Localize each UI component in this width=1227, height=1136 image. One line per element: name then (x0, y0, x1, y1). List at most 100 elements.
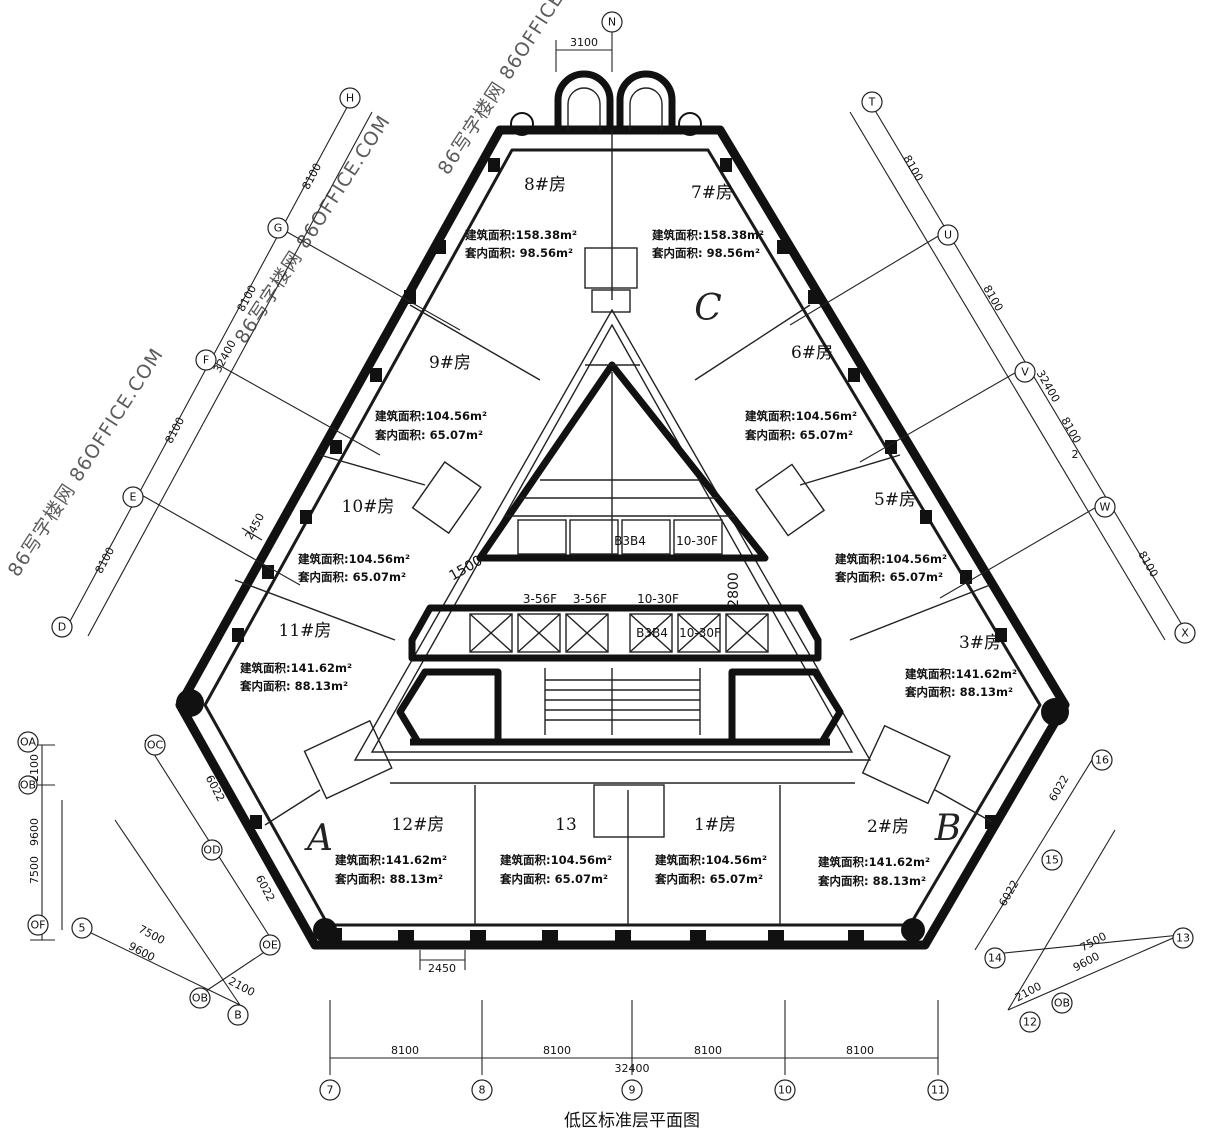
dim-door: 2450 (243, 511, 268, 542)
dim-segment: 8100 (1135, 549, 1160, 580)
svg-text:H: H (346, 92, 354, 105)
svg-text:16: 16 (1095, 754, 1109, 767)
room-5: 5#房 建筑面积:104.56m² 套内面积: 65.07m² (835, 490, 947, 584)
svg-text:11: 11 (931, 1084, 945, 1097)
inner-area-label: 套内面积 (240, 679, 286, 693)
lift-bank: 3-56F 3-56F 10-30F B3B4 10-30F (408, 592, 822, 662)
bottom-dimensions: 2450 8100 8100 8100 8100 32400 (329, 950, 939, 1075)
dim-segment: 8100 (163, 415, 188, 446)
svg-text:套内面积: 65.07m²: 套内面积: 65.07m² (745, 428, 853, 442)
hand-mark-two: 2 (1072, 448, 1079, 461)
sw-dim: 2100 (226, 975, 257, 1000)
grid-bubble: G (267, 217, 289, 239)
dim-segment: 8100 (694, 1044, 722, 1057)
build-area-value: 158.38m² (703, 228, 764, 242)
se-dim: 6022 (996, 878, 1021, 909)
dim-segment: 8100 (1058, 415, 1083, 446)
grid-bubble: 10 (774, 1079, 796, 1101)
inner-area-label: 套内面积 (818, 874, 864, 888)
svg-text:E: E (130, 491, 137, 504)
grid-bubble: 12 (1019, 1011, 1041, 1033)
sw-dim: 2100 (28, 754, 41, 782)
svg-text:OB: OB (20, 779, 36, 792)
dim-total: 32400 (615, 1062, 650, 1075)
room-name: 7#房 (691, 183, 733, 203)
room-11: 11#房 建筑面积:141.62m² 套内面积: 88.13m² (240, 621, 352, 693)
room-name: 13 (555, 815, 577, 835)
build-area-label: 建筑面积 (835, 552, 881, 566)
svg-text:15: 15 (1045, 854, 1059, 867)
room-8: 8#房 建筑面积:158.38m² 套内面积: 98.56m² (465, 175, 577, 260)
inner-area-label: 套内面积 (298, 570, 344, 584)
build-area-value: 104.56m² (886, 552, 947, 566)
elevator-label: B3B4 (614, 534, 646, 548)
svg-text:套内面积: 88.13m²: 套内面积: 88.13m² (818, 874, 926, 888)
svg-text:OE: OE (262, 939, 278, 952)
grid-bubble: OB (189, 987, 211, 1009)
service-pods (303, 247, 951, 838)
svg-text:套内面积: 88.13m²: 套内面积: 88.13m² (335, 872, 443, 886)
sw-dim: 7500 (28, 856, 41, 884)
room-partitions (234, 304, 993, 925)
svg-text:N: N (608, 16, 616, 29)
inner-area-value: 98.56m² (707, 246, 760, 260)
inner-area-value: 88.13m² (295, 679, 348, 693)
grid-bubble: OB (18, 775, 38, 795)
right-grid-bubbles: T U V W X (861, 91, 1196, 644)
inner-area-value: 88.13m² (390, 872, 443, 886)
svg-text:建筑面积:104.56m²: 建筑面积:104.56m² (835, 552, 947, 566)
inner-area-value: 65.07m² (555, 872, 608, 886)
se-dimensions: 6022 6022 7500 9600 2100 (974, 754, 1181, 1011)
top-dimension: 3100 N (555, 11, 623, 72)
svg-text:10: 10 (778, 1084, 792, 1097)
grid-bubble: 9 (621, 1079, 643, 1101)
svg-text:套内面积: 65.07m²: 套内面积: 65.07m² (655, 872, 763, 886)
sw-dim: 9600 (28, 818, 41, 846)
room-1: 1#房 建筑面积:104.56m² 套内面积: 65.07m² (655, 815, 767, 886)
room-2: 2#房 建筑面积:141.62m² 套内面积: 88.13m² (818, 817, 930, 888)
build-area-label: 建筑面积 (465, 228, 511, 242)
inner-area-value: 98.56m² (520, 246, 573, 260)
build-area-value: 104.56m² (796, 409, 857, 423)
left-grid-bubbles: H G F E D (51, 87, 361, 638)
shaft-dim: 2800 (726, 572, 742, 608)
svg-text:OC: OC (147, 739, 164, 752)
inner-area-value: 65.07m² (710, 872, 763, 886)
inner-area-label: 套内面积 (905, 685, 951, 699)
build-area-value: 104.56m² (706, 853, 767, 867)
svg-text:建筑面积:141.62m²: 建筑面积:141.62m² (905, 667, 1017, 681)
build-area-label: 建筑面积 (500, 853, 546, 867)
room-3: 3#房 建筑面积:141.62m² 套内面积: 88.13m² (905, 633, 1017, 699)
build-area-label: 建筑面积 (652, 228, 698, 242)
grid-bubble: 15 (1041, 849, 1063, 871)
svg-text:建筑面积:104.56m²: 建筑面积:104.56m² (500, 853, 612, 867)
elevator-label: 10-30F (676, 534, 718, 548)
svg-text:套内面积: 88.13m²: 套内面积: 88.13m² (240, 679, 348, 693)
grid-bubble: U (937, 224, 959, 246)
dim-door: 2450 (428, 962, 456, 975)
top-entrance (554, 70, 676, 300)
room-name: 11#房 (279, 621, 332, 641)
elevator-label: 10-30F (637, 592, 679, 606)
bottom-grid-bubbles: 7 8 9 10 11 (319, 1079, 949, 1101)
grid-bubble: E (122, 486, 144, 508)
dim-segment: 8100 (980, 283, 1005, 314)
grid-bubble: 14 (984, 947, 1006, 969)
grid-bubble: 16 (1091, 749, 1113, 771)
svg-text:OA: OA (20, 736, 36, 749)
grid-bubble: OA (17, 731, 39, 753)
inner-area-label: 套内面积 (375, 428, 421, 442)
inner-area-label: 套内面积 (652, 246, 698, 260)
room-name: 10#房 (342, 497, 395, 517)
svg-text:G: G (274, 222, 283, 235)
build-area-label: 建筑面积 (655, 853, 701, 867)
room-name: 9#房 (429, 353, 471, 373)
grid-bubble: 11 (927, 1079, 949, 1101)
grid-bubble: OE (259, 934, 281, 956)
dim-total: 32400 (1034, 368, 1063, 405)
svg-text:套内面积: 65.07m²: 套内面积: 65.07m² (375, 428, 483, 442)
room-name: 2#房 (867, 817, 909, 837)
grid-bubble: OC (144, 734, 166, 756)
build-area-label: 建筑面积 (335, 853, 381, 867)
inner-area-value: 88.13m² (873, 874, 926, 888)
